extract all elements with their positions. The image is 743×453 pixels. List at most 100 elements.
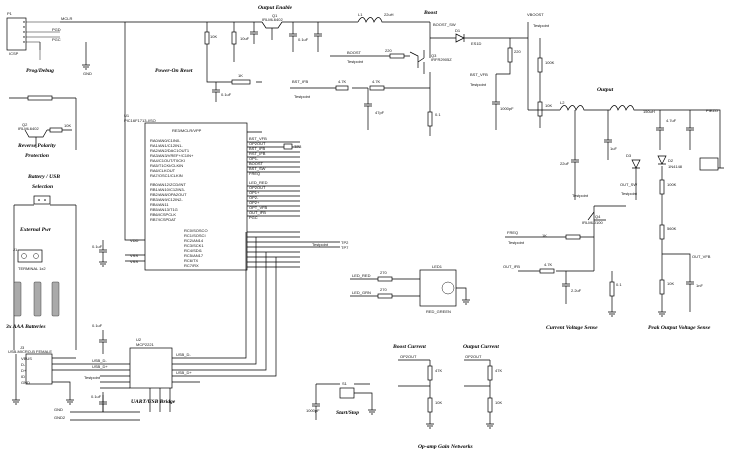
bst-tp-label: Testpoint [294, 94, 311, 99]
j1-label: J1 [13, 247, 18, 252]
u1-vss: VSS [130, 253, 138, 258]
usb-id: ID [21, 374, 25, 379]
u1-pin-rc1: RC1/SOSCI [184, 233, 206, 238]
gnd-b-label: GND2 [54, 415, 66, 420]
pgd-net: PGD [52, 27, 61, 32]
u1-pin-ra2: RA2/AN2/DAC1OUT1 [150, 148, 190, 153]
u1-pin-rc6: RC6/TX [184, 258, 199, 263]
output-title: Output [597, 87, 614, 93]
led-grn-net: LED_GRN [352, 290, 371, 295]
j1-type: TERMINAL 1x2 [18, 266, 46, 271]
u2-ic [129, 347, 173, 389]
out-vfb-net: OUT_VFB [692, 254, 711, 259]
freq-net: FREQ [507, 230, 518, 235]
usb-dp-net: USB_D+ [92, 364, 108, 369]
gnd-a-label: GND [54, 407, 63, 412]
boost-sw-net: BOOST_SW [433, 22, 456, 27]
j3-type: USB-MICRO-B FEMALE [8, 349, 52, 354]
r-270-1: 270 [380, 270, 387, 275]
u1-label: U1 [124, 113, 130, 118]
output-enable-title: Output Enable [258, 5, 293, 11]
c-1uf-out: 1uF [610, 146, 617, 151]
r-1k-label: 1K [238, 73, 243, 78]
c-decouple: 0.1uF [92, 244, 103, 249]
r-gain-2: 10K [435, 400, 442, 405]
q4-label: Q4 [595, 214, 601, 219]
u1-net-bstifb: BST_IFB [249, 146, 266, 151]
u1-pin-ra1: RA1/AN1/C12IN1- [150, 143, 183, 148]
r-10k-label: 10K [210, 34, 217, 39]
r-freq-label: 1K [542, 233, 547, 238]
led-label: LED1 [432, 264, 443, 269]
c-outifb: 2.2uF [571, 288, 582, 293]
diode-d1 [455, 33, 465, 43]
u1-net-optvfb: OPT_VFB [249, 205, 268, 210]
opamp-networks-block: Boost Current Output Current OP2OUT OP2O… [392, 344, 502, 450]
tp-testpoint-1: Testpoint [312, 242, 329, 247]
usb-dp: D+ [21, 368, 27, 373]
u2-net-1: USB_D- [176, 352, 191, 357]
p1-type-label: ICSP [9, 51, 19, 56]
r-gain-4: 10K [495, 400, 502, 405]
u1-pin-rc5: RC5/AN17 [184, 253, 204, 258]
r-220-label: 220 [385, 48, 392, 53]
u2-part: MCP2221 [136, 342, 155, 347]
external-pwr-title: External Pwr [19, 227, 52, 233]
q2-part: IRLML6402 [18, 126, 39, 131]
prog-debug-block: P1 ICSP MCLR PGD PGC GND Prog/Debug [6, 11, 125, 76]
out-ifb-net: OUT_IFB [503, 264, 520, 269]
mclr-net: MCLR [61, 16, 72, 21]
q1-label: Q1 [272, 13, 278, 18]
c16-label: 1000pF [306, 408, 320, 413]
u1-pin-rc2: RC2/AN14 [184, 238, 204, 243]
d2-label: D2 [668, 158, 674, 163]
output-current-title: Output Current [463, 344, 499, 350]
inductor-l2 [559, 105, 700, 111]
u1-part: PIC16F1713-I/SO [124, 118, 156, 123]
c-01uf-label: 0.1uF [298, 37, 309, 42]
piezo-connector [699, 157, 719, 171]
u1-pin-rc4: RC4/SDI1 [184, 248, 203, 253]
d3-label: D3 [626, 153, 632, 158]
gnd-tp-label: Testpoint [572, 193, 589, 198]
c-22uf-label: 22uF [560, 161, 570, 166]
r-sense-label: 0.1 [616, 282, 622, 287]
u1-pin-ra7: RA7/OSC1/CLKIN [150, 173, 183, 178]
r-boost-fb: 220 [514, 49, 521, 54]
q3-part: IRFR2905Z [431, 57, 452, 62]
boost-title: Boost [423, 10, 438, 16]
u1-pin-rb1: RB1/AN10/C12IN3- [150, 187, 186, 192]
r-47k-2: 4.7K [372, 79, 381, 84]
u1-pin-rc0: RC0/SOSCO [184, 228, 208, 233]
output-block: Output L2 150uH PIEZO 22uF 1uF 4.7uF D2 … [503, 87, 724, 331]
l2-value: 150uH [643, 109, 655, 114]
battery-cell-3 [51, 281, 60, 317]
q3-label: Q3 [431, 53, 437, 58]
opamp-net-1: OP2OUT [400, 354, 417, 359]
c-10uf-label: 10uF [240, 36, 250, 41]
peak-output-voltage-sense-title: Peak Output Voltage Sense [648, 325, 711, 331]
out-sw-net: OUT_SW [620, 182, 637, 187]
u1-pin-ra6: RA6/CLKOUT [150, 168, 176, 173]
boost-current-title: Boost Current [392, 344, 426, 350]
c-por-label: 0.1uF [221, 92, 232, 97]
led-red-net: LED_RED [352, 273, 371, 278]
r-gain-3: 47K [495, 368, 502, 373]
u1-pin-rb6: RB6/ICSPCLK [150, 212, 176, 217]
u1-net-op1p: OP1+ [249, 190, 260, 195]
inductor-l1 [357, 17, 430, 23]
usb-uart-block: J3 USB-MICRO-B FEMALE VBUS D- D+ ID GND … [8, 232, 277, 421]
d2-part: 1N4148 [668, 164, 683, 169]
start-stop-switch[interactable] [339, 387, 355, 399]
u1-net-rstifb: RST_IFB [249, 151, 266, 156]
r-10k-bst: 10K [545, 103, 552, 108]
u1-pin-rb0: RB0/AN12/ZCD/INT [150, 182, 186, 187]
u1-net-bstvfb: BST_VFB [249, 136, 267, 141]
reverse-polarity-block: Q2 IRLML6402 10K Reverse Polarity Protec… [9, 95, 77, 159]
usb-dm: D- [21, 362, 26, 367]
diode-d3 [631, 159, 641, 169]
battery-usb-block: Battery / USB Selection External Pwr J1 … [5, 174, 77, 350]
u1-pin-ra4: RA4/C1OUT/T0CKI [150, 158, 185, 163]
u1-pin-rb7: RB7/ICSPDAT [150, 217, 176, 222]
